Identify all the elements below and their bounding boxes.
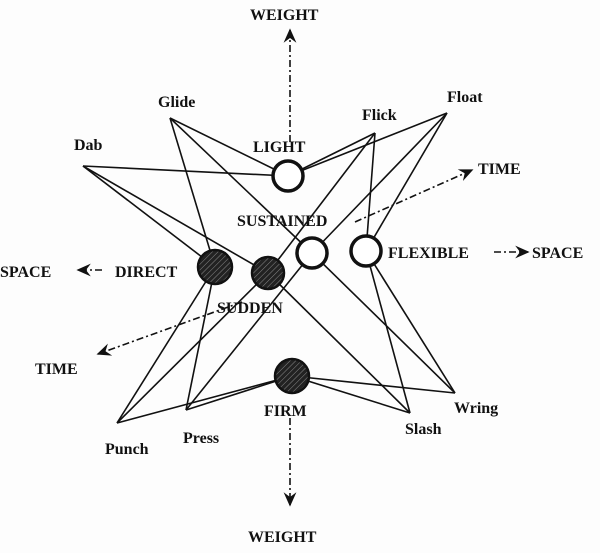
edge-wring-sustained xyxy=(311,252,456,394)
edge-slash-flexible xyxy=(365,250,411,414)
weight-top-label: WEIGHT xyxy=(250,7,319,24)
time-axis-upper xyxy=(354,169,474,223)
time-axis-lower xyxy=(96,301,243,356)
sustained-label: SUSTAINED xyxy=(237,213,327,230)
flexible-circle xyxy=(349,234,383,268)
punch-label: Punch xyxy=(105,441,149,458)
edge-press-direct xyxy=(185,266,216,411)
edge-glide-sustained xyxy=(169,117,313,254)
edge-wring-firm xyxy=(291,375,456,394)
space-left-label: SPACE xyxy=(0,264,51,281)
edge-slash-firm xyxy=(291,375,411,414)
edge-dab-direct xyxy=(82,165,216,268)
time-upper-label: TIME xyxy=(478,161,521,178)
firm-label: FIRM xyxy=(264,403,307,420)
wring-label: Wring xyxy=(454,400,498,417)
press-label: Press xyxy=(183,430,219,447)
edge-dab-sudden xyxy=(82,165,269,274)
weight-bottom-label: WEIGHT xyxy=(248,529,317,546)
space-right-label: SPACE xyxy=(532,245,583,262)
edge-punch-firm xyxy=(116,375,293,424)
glide-label: Glide xyxy=(158,94,195,111)
edge-glide-light xyxy=(169,117,289,177)
edge-slash-sudden xyxy=(267,272,411,414)
edge-wring-flexible xyxy=(365,250,456,394)
edge-press-firm xyxy=(185,375,293,411)
edge-glide-direct xyxy=(169,117,216,268)
firm-circle xyxy=(273,357,311,395)
float-label: Float xyxy=(447,89,483,106)
dab-label: Dab xyxy=(74,137,103,154)
edge-float-sustained xyxy=(311,112,448,254)
sustained-circle xyxy=(295,236,329,270)
direct-label: DIRECT xyxy=(115,264,178,281)
edge-punch-sudden xyxy=(116,272,269,424)
edge-dab-light xyxy=(82,165,289,177)
connection-lines xyxy=(82,112,456,424)
time-lower-label: TIME xyxy=(35,361,78,378)
sudden-circle xyxy=(250,255,286,291)
sudden-label: SUDDEN xyxy=(217,300,283,317)
edge-float-flexible xyxy=(365,112,448,252)
edge-float-light xyxy=(287,112,448,177)
slash-label: Slash xyxy=(405,421,442,438)
flexible-label: FLEXIBLE xyxy=(388,245,469,262)
light-circle xyxy=(271,159,305,193)
direct-circle xyxy=(196,248,234,286)
edge-punch-direct xyxy=(116,266,216,424)
light-label: LIGHT xyxy=(253,139,306,156)
edge-flick-sudden xyxy=(267,132,376,274)
flick-label: Flick xyxy=(362,107,397,124)
edge-press-sustained xyxy=(185,252,313,411)
